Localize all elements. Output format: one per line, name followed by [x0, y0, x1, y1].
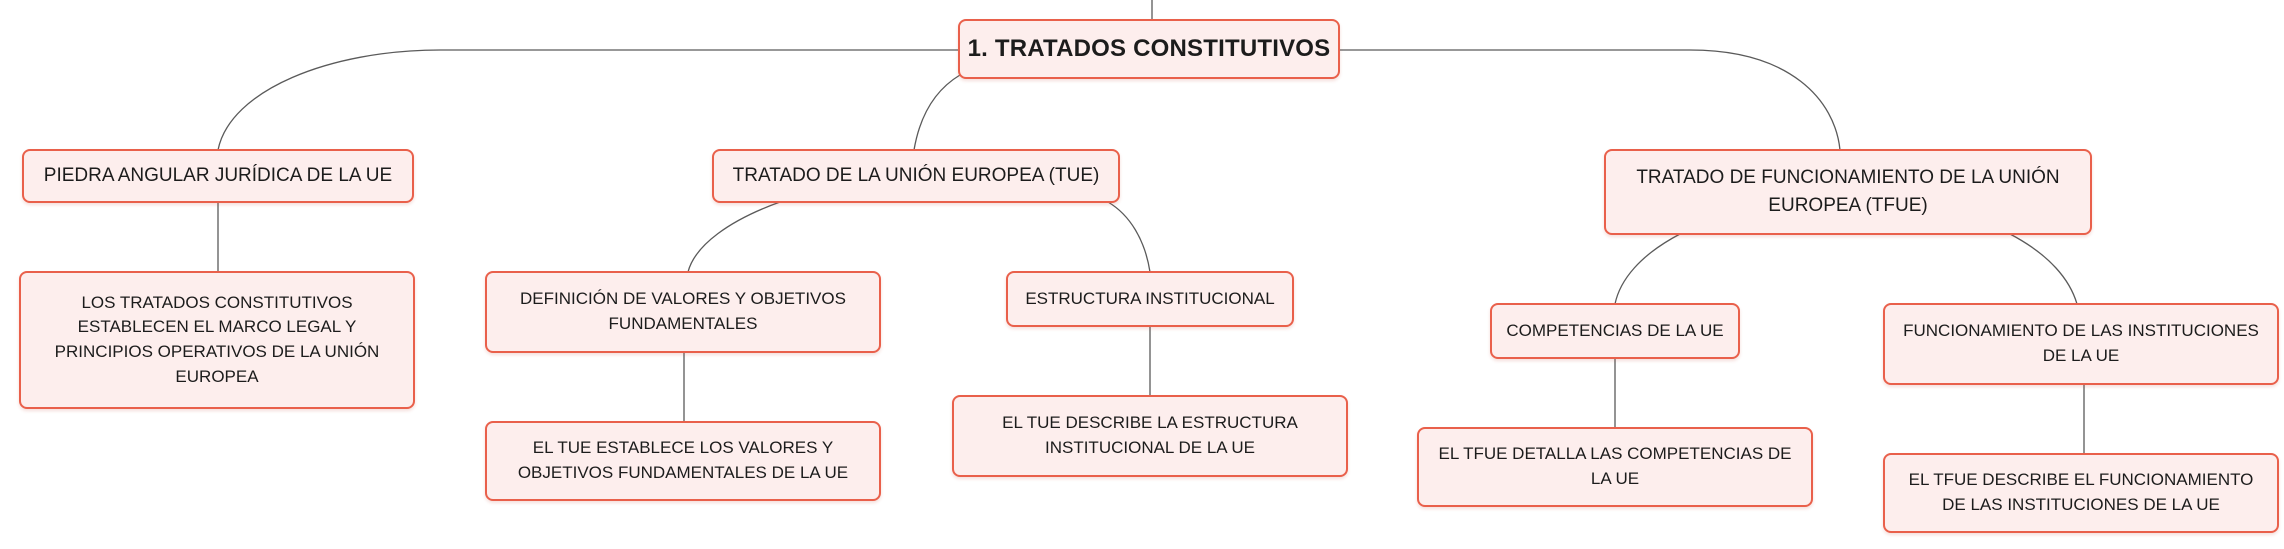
connector-root-branch-2	[913, 74, 961, 151]
branch-label: TRATADO DE FUNCIONAMIENTO DE LA UNIÓN EU…	[1636, 167, 2060, 216]
leaf-label: LOS TRATADOS CONSTITUTIVOS ESTABLECEN EL…	[54, 292, 380, 386]
topic-node-estructura-institucional[interactable]: ESTRUCTURA INSTITUCIONAL	[1006, 271, 1294, 327]
leaf-node-tfue-competencias[interactable]: EL TFUE DETALLA LAS COMPETENCIAS DE LA U…	[1417, 427, 1813, 507]
topic-label: FUNCIONAMIENTO DE LAS INSTITUCIONES DE L…	[1903, 321, 2259, 365]
leaf-label: EL TFUE DETALLA LAS COMPETENCIAS DE LA U…	[1438, 444, 1792, 488]
branch-node-tfue[interactable]: TRATADO DE FUNCIONAMIENTO DE LA UNIÓN EU…	[1604, 149, 2092, 235]
connector-branch-2-node-1	[687, 201, 781, 273]
branch-node-tue[interactable]: TRATADO DE LA UNIÓN EUROPEA (TUE)	[712, 149, 1120, 203]
connector-root-branch-3	[1340, 49, 1841, 151]
leaf-node-tue-estructura[interactable]: EL TUE DESCRIBE LA ESTRUCTURA INSTITUCIO…	[952, 395, 1348, 477]
topic-label: COMPETENCIAS DE LA UE	[1506, 320, 1724, 340]
leaf-label: EL TUE DESCRIBE LA ESTRUCTURA INSTITUCIO…	[1002, 413, 1298, 457]
branch-label: PIEDRA ANGULAR JURÍDICA DE LA UE	[43, 165, 393, 187]
connector-branch-3-node-2	[2009, 233, 2078, 305]
connector-root-branch-1	[217, 49, 958, 151]
topic-label: ESTRUCTURA INSTITUCIONAL	[1025, 288, 1275, 308]
topic-node-valores-objetivos[interactable]: DEFINICIÓN DE VALORES Y OBJETIVOS FUNDAM…	[485, 271, 881, 353]
root-node[interactable]: 1. TRATADOS CONSTITUTIVOS	[958, 19, 1340, 79]
topic-label: DEFINICIÓN DE VALORES Y OBJETIVOS FUNDAM…	[520, 289, 846, 333]
connector-branch-2-node-2	[1107, 201, 1151, 273]
connector-branch-3-node-1	[1614, 233, 1681, 305]
leaf-label: EL TUE ESTABLECE LOS VALORES Y OBJETIVOS…	[517, 438, 849, 482]
leaf-node-tue-valores[interactable]: EL TUE ESTABLECE LOS VALORES Y OBJETIVOS…	[485, 421, 881, 501]
branch-node-piedra-angular[interactable]: PIEDRA ANGULAR JURÍDICA DE LA UE	[22, 149, 414, 203]
leaf-label: EL TFUE DESCRIBE EL FUNCIONAMIENTO DE LA…	[1908, 470, 2254, 514]
branch-label: TRATADO DE LA UNIÓN EUROPEA (TUE)	[732, 165, 1100, 187]
topic-node-funcionamiento-instituciones[interactable]: FUNCIONAMIENTO DE LAS INSTITUCIONES DE L…	[1883, 303, 2279, 385]
topic-node-competencias[interactable]: COMPETENCIAS DE LA UE	[1490, 303, 1740, 359]
root-label: 1. TRATADOS CONSTITUTIVOS	[967, 34, 1331, 62]
leaf-node-marco-legal[interactable]: LOS TRATADOS CONSTITUTIVOS ESTABLECEN EL…	[19, 271, 415, 409]
leaf-node-tfue-funcionamiento[interactable]: EL TFUE DESCRIBE EL FUNCIONAMIENTO DE LA…	[1883, 453, 2279, 533]
